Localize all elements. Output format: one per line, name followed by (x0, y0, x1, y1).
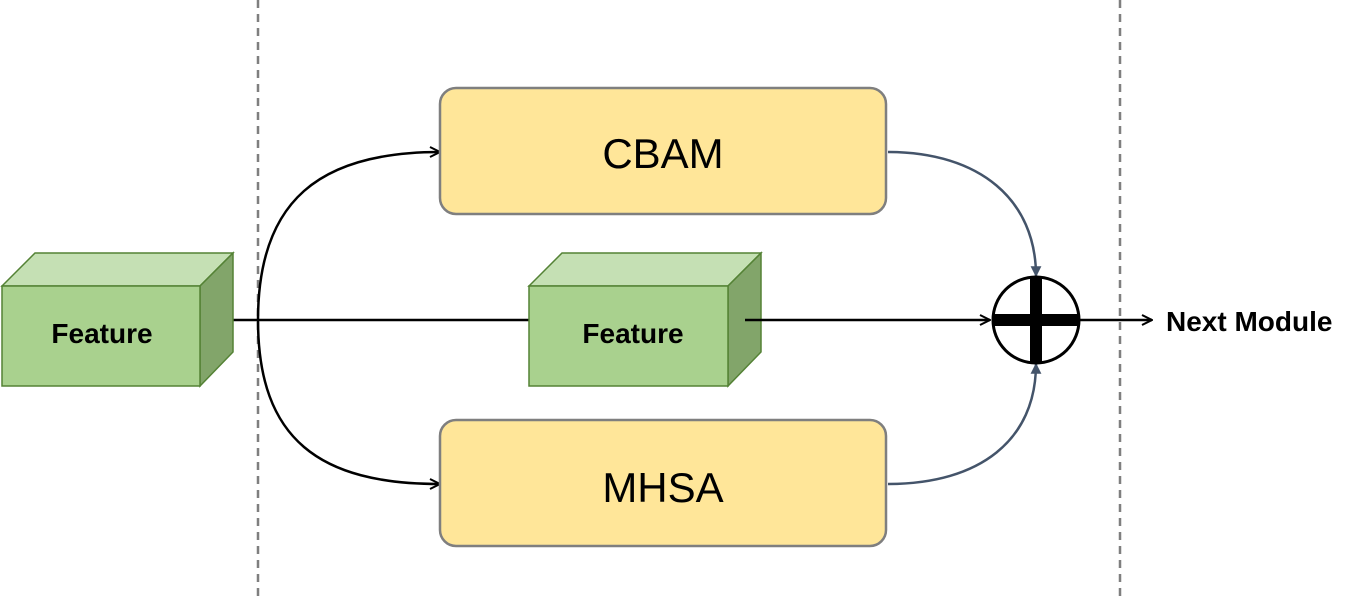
input-feature-cube: Feature (0, 251, 235, 388)
cbam-block: CBAM (438, 86, 888, 216)
arrow-to-mhsa (256, 319, 440, 484)
input-feature-label: Feature (51, 318, 152, 349)
arrow-to-cbam (256, 152, 440, 321)
cbam-to-adder-arrow (887, 150, 1042, 278)
cbam-label: CBAM (602, 130, 723, 177)
next-module-label: Next Module (1166, 306, 1332, 337)
skip-feature-cube: Feature (527, 251, 763, 388)
mhsa-block: MHSA (438, 418, 888, 548)
mhsa-label: MHSA (602, 464, 723, 511)
skip-feature-label: Feature (582, 318, 683, 349)
mhsa-to-adder-arrow (887, 362, 1042, 486)
add-icon (991, 275, 1081, 365)
